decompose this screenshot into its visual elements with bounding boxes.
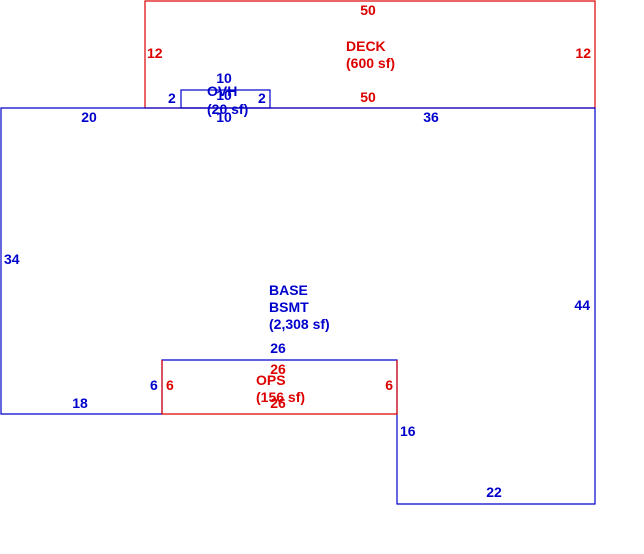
base-dim-bottom-left: 18	[72, 395, 88, 411]
base-dim-top-left: 20	[81, 109, 97, 125]
ovh-name: OVH	[207, 83, 237, 99]
deck-dim-left: 12	[147, 45, 163, 61]
ops-dim-bottom: 26	[270, 395, 286, 411]
base-dim-top-right: 36	[423, 109, 439, 125]
ovh-dim-bottom: 10	[216, 109, 232, 125]
ovh-dim-top: 10	[216, 70, 232, 86]
ops-outline	[161, 360, 398, 415]
deck-dim-bottom: 50	[360, 89, 376, 105]
ovh-outline	[180, 89, 271, 109]
ovh-area: (20 sf)	[207, 101, 248, 117]
ops-dim-left: 6	[166, 377, 174, 393]
base-dim-bottom-right: 22	[486, 484, 502, 500]
ovh-dim-right: 2	[258, 90, 266, 106]
ops-dim-top: 26	[270, 361, 286, 377]
base-dim-notch-left: 6	[150, 377, 158, 393]
deck-dim-right: 12	[575, 45, 591, 61]
deck-dim-top: 50	[360, 2, 376, 18]
base-area: (2,308 sf)	[269, 316, 330, 332]
ops-name: OPS	[256, 372, 286, 388]
ovh-dim-mid: 10	[216, 87, 232, 103]
base-dim-left: 34	[4, 251, 20, 267]
ops-dim-right: 6	[385, 377, 393, 393]
base-dim-right: 44	[574, 297, 590, 313]
deck-area: (600 sf)	[346, 55, 395, 71]
base-dim-notch-top: 26	[270, 340, 286, 356]
base-name-line2: BSMT	[269, 299, 309, 315]
base-name-line1: BASE	[269, 282, 308, 298]
deck-name: DECK	[346, 38, 386, 54]
ovh-dim-left: 2	[168, 90, 176, 106]
ops-area: (156 sf)	[256, 389, 305, 405]
base-dim-notch-right-side: 16	[400, 423, 416, 439]
